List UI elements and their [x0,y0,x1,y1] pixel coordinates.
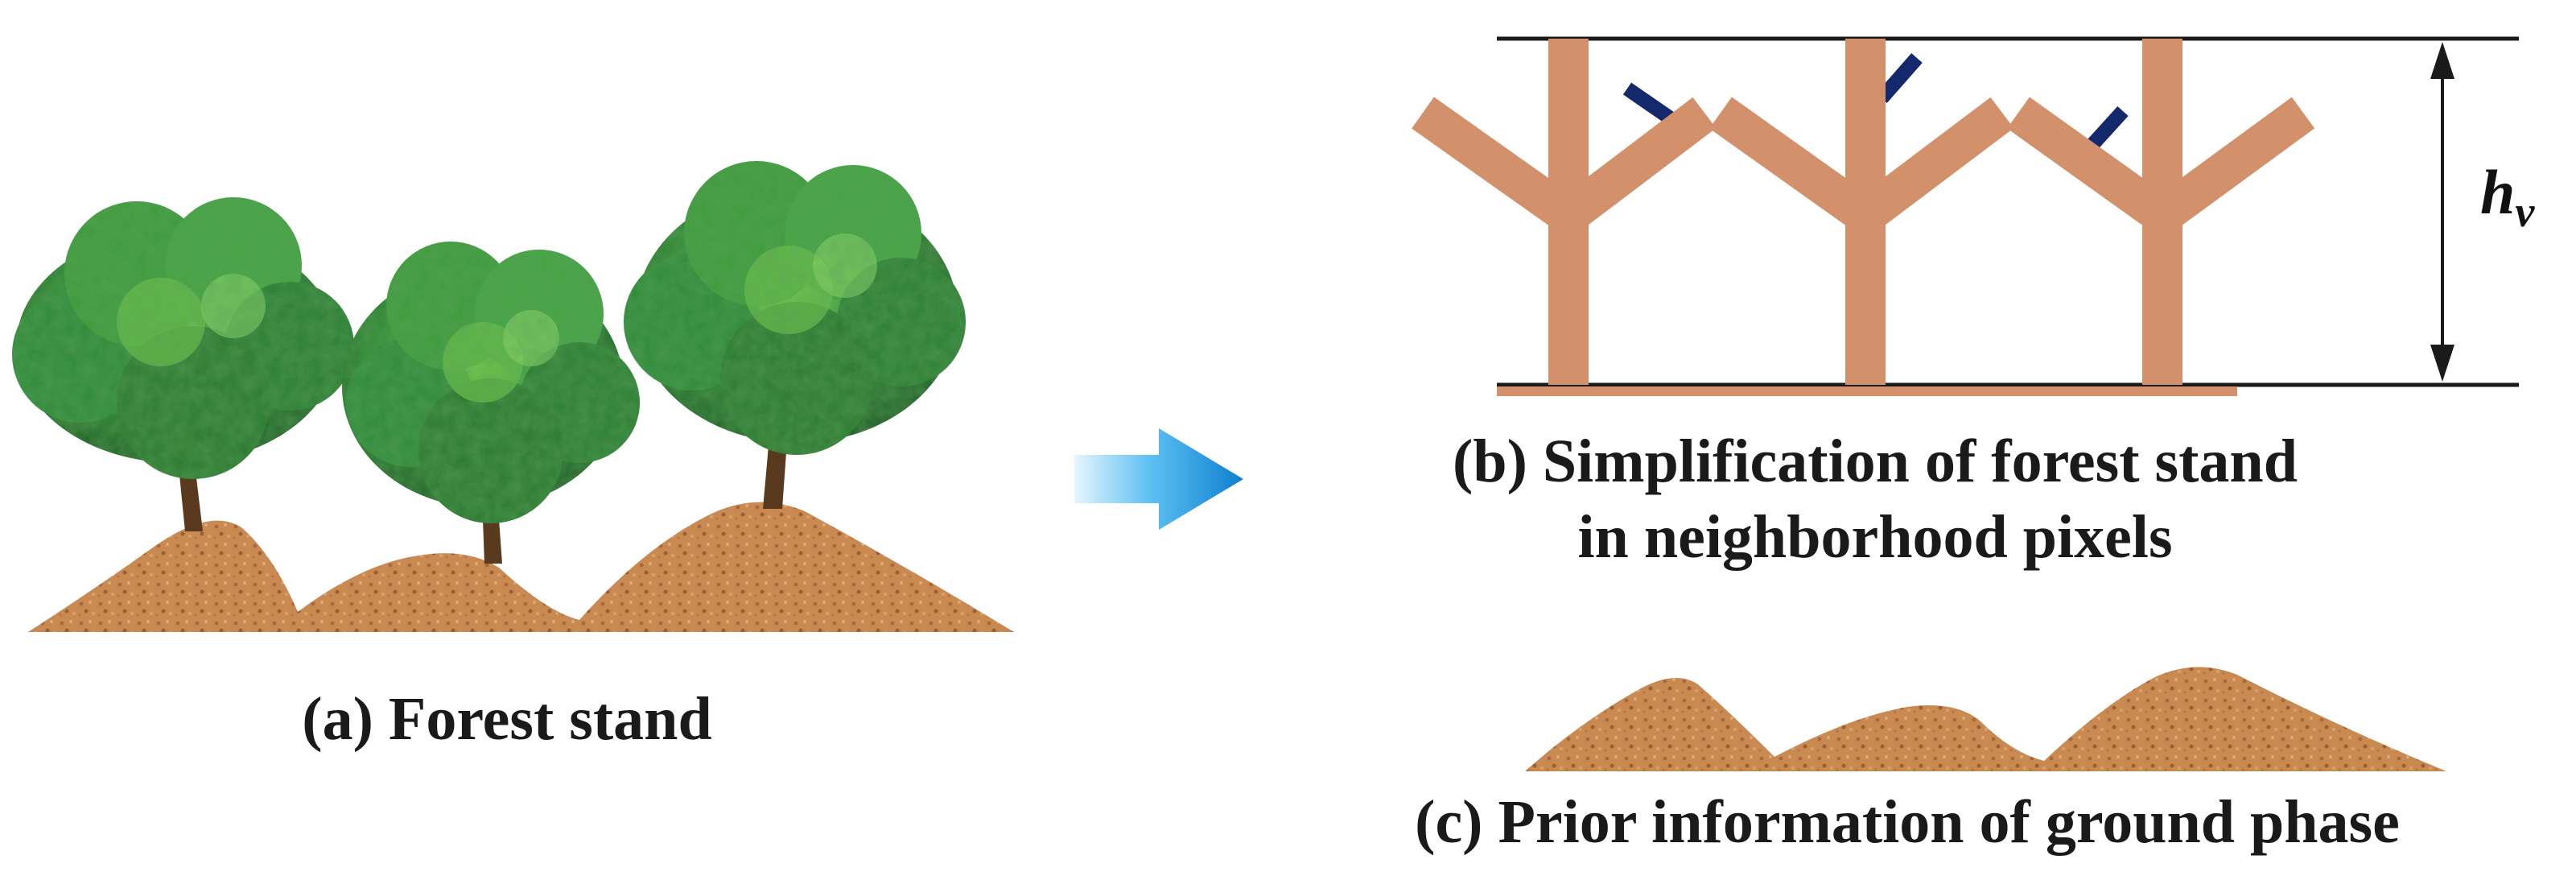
panel-b-caption-line1: (b) Simplification of forest stand [1453,428,2298,495]
ground-strip [1497,386,2237,396]
tree-canopy-left [12,197,354,479]
ground-phase-mounds [1525,667,2446,771]
panel-b-simplification: hv (b) Simplification of forest stand in… [1412,36,2535,571]
height-symbol: h [2480,157,2515,227]
tree-canopy-right [624,161,966,455]
leaf-dash-3 [2085,105,2129,152]
simplified-branches [1412,97,2315,232]
height-label: hv [2480,157,2535,236]
tree-canopy-middle [342,242,640,523]
transition-arrow [1074,428,1243,530]
leaf-dash-2 [1876,53,1923,103]
height-arrow-head-bottom [2430,345,2454,382]
panel-c-caption: (c) Prior information of ground phase [1415,788,2400,856]
height-arrow-head-top [2430,42,2454,79]
panel-b-caption-line2: in neighborhood pixels [1577,503,2172,571]
ground-mounds [28,502,1014,632]
height-subscript: v [2515,188,2535,236]
leaf-dash-1 [1622,82,1679,127]
panel-c-ground-phase: (c) Prior information of ground phase [1415,667,2446,856]
panel-a-caption: (a) Forest stand [302,685,711,753]
panel-a-forest-stand: (a) Forest stand [12,161,1014,753]
